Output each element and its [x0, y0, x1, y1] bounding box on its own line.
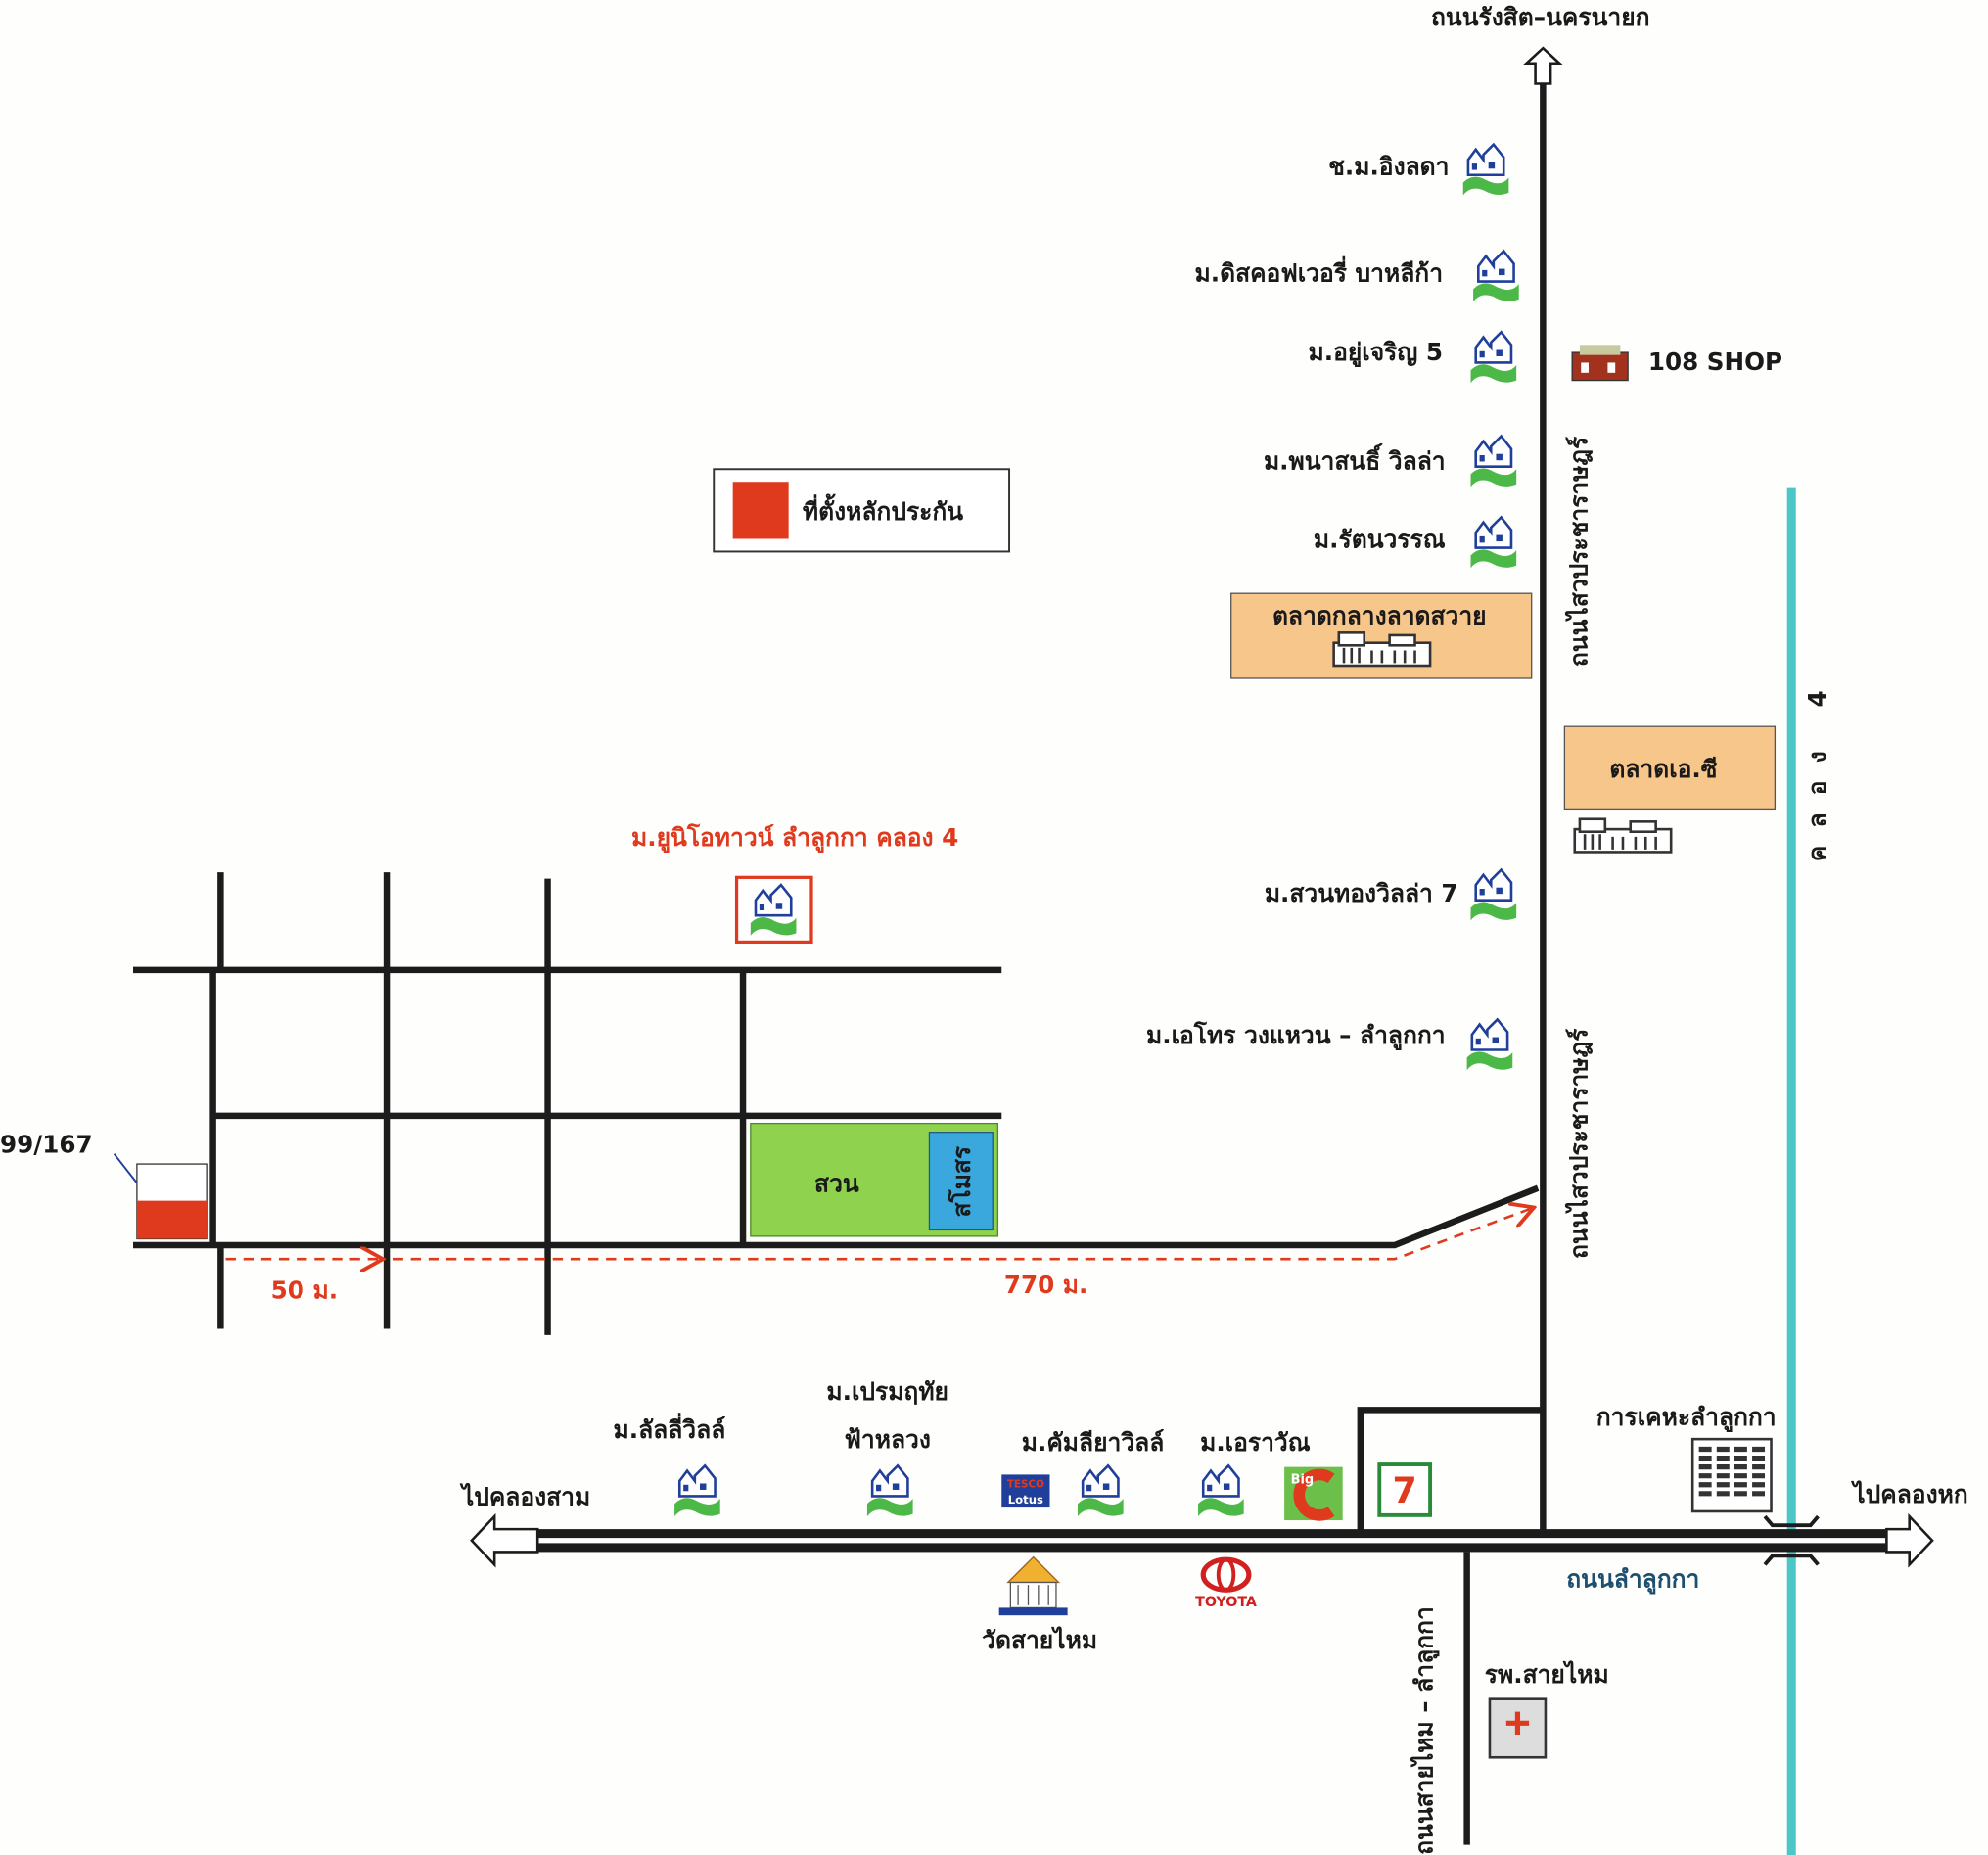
temple-icon — [998, 1555, 1068, 1616]
project-title: ม.ยูนิโอทาวน์ ลำลูกกา คลอง 4 — [631, 823, 958, 854]
clubhouse-label: สโมสร — [948, 1145, 976, 1217]
toyota-icon: TOYOTA — [1195, 1556, 1257, 1610]
road-lamlukka — [470, 1512, 1934, 1568]
temple-label: วัดสายไหม — [982, 1626, 1097, 1654]
village-yucharoen: ม.อยู่เจริญ 5 — [1309, 331, 1518, 385]
shop-108: 108 SHOP — [1571, 345, 1782, 382]
route-distance: 50 ม. 770 ม. — [225, 1208, 1532, 1304]
legend-label: ที่ตั้งหลักประกัน — [803, 493, 963, 526]
bigc-icon: Big — [1284, 1466, 1343, 1521]
house-icon — [1461, 143, 1510, 197]
canal-label: คลอง 4 — [1803, 672, 1831, 861]
property-address: 99/167 — [0, 1130, 93, 1158]
toyota-text: TOYOTA — [1195, 1595, 1257, 1610]
tesco-text: TESCO — [1007, 1478, 1044, 1490]
seven-text: 7 — [1393, 1469, 1417, 1511]
tesco-lotus-icon: TESCO Lotus — [1001, 1474, 1050, 1508]
road-label-north: ถนนรังสิต–นครนายก — [1431, 3, 1650, 31]
arrow-left-icon — [470, 1512, 539, 1568]
village-panason: ม.พนาสนธิ์ วิลล่า — [1264, 435, 1518, 488]
property-marker — [136, 1200, 208, 1239]
market-label: ตลาดเอ.ซี — [1609, 755, 1717, 783]
house-icon — [1471, 250, 1521, 303]
property-location: 99/167 — [0, 1130, 208, 1240]
village-ingladа: ช.ม.อิงลดา — [1328, 143, 1510, 197]
label-to-khlong-3: ไปคลองสาม — [459, 1483, 590, 1511]
clubhouse — [928, 1132, 994, 1231]
house-icon — [1196, 1464, 1245, 1518]
market-building-icon — [1573, 817, 1673, 854]
village-label: ช.ม.อิงลดา — [1328, 153, 1449, 181]
road-label-saiwa-1: ถนนไสวประชาราษฎร์ — [1565, 436, 1594, 667]
label-to-khlong-6: ไปคลองหก — [1850, 1480, 1967, 1508]
bridge-icon — [1763, 1514, 1820, 1566]
arrow-up-icon — [1523, 46, 1563, 85]
village-label: ม.เอโทร วงแหวน – ลำลูกกา — [1146, 1021, 1446, 1051]
house-icon — [865, 1464, 914, 1518]
village-suanthong: ม.สวนทองวิลล่า 7 — [1265, 868, 1518, 922]
bigc-text: Big — [1291, 1472, 1315, 1487]
legend-swatch — [732, 482, 789, 539]
house-icon — [1076, 1464, 1125, 1518]
project-icon — [734, 875, 813, 945]
village-label: ม.อยู่เจริญ 5 — [1309, 338, 1443, 368]
side-roads — [1357, 1407, 1544, 1845]
road-label-saimai: ถนนสายไหม – ลำลูกกา — [1410, 1606, 1441, 1855]
office-building-icon — [1690, 1437, 1773, 1513]
village-kamliya-label: ม.คัมลียาวิลล์ — [1022, 1428, 1165, 1457]
village-discovery: ม.ดิสคอฟเวอรี่ บาหลีก้า — [1195, 250, 1521, 303]
village-streets — [133, 872, 1540, 1335]
park: สวน สโมสร — [750, 1122, 999, 1237]
shop-icon — [1571, 345, 1629, 382]
house-icon — [1469, 435, 1518, 488]
market-label: ตลาดกลางลาดสวาย — [1272, 601, 1487, 629]
village-rattanawan: ม.รัตนวรรณ — [1314, 516, 1518, 570]
hospital-icon — [1488, 1697, 1548, 1759]
hospital-label: รพ.สายไหม — [1485, 1660, 1609, 1689]
village-prem-label-2: ฟ้าหลวง — [845, 1425, 931, 1454]
house-icon — [1465, 1018, 1514, 1072]
village-label: ม.รัตนวรรณ — [1314, 526, 1446, 554]
park-label: สวน — [814, 1170, 859, 1198]
housing-authority-label: การเคหะลำลูกกา — [1596, 1403, 1777, 1433]
lotus-text: Lotus — [1008, 1493, 1043, 1507]
distance-50: 50 ม. — [271, 1275, 338, 1304]
house-icon — [672, 1464, 722, 1518]
market-ac: ตลาดเอ.ซี — [1563, 725, 1777, 854]
road-label-saiwa-2: ถนนไสวประชาราษฎร์ — [1565, 1028, 1594, 1259]
house-icon — [1469, 331, 1518, 385]
village-lally-label: ม.ลัลลี่วิลล์ — [614, 1413, 726, 1444]
village-prem-label-1: ม.เปรมฤทัย — [826, 1377, 948, 1406]
shop-label: 108 SHOP — [1648, 348, 1782, 376]
market-latsawai: ตลาดกลางลาดสวาย — [1230, 592, 1533, 679]
distance-770: 770 ม. — [1004, 1271, 1088, 1299]
village-label: ม.พนาสนธิ์ วิลล่า — [1264, 442, 1446, 475]
village-atro: ม.เอโทร วงแหวน – ลำลูกกา — [1146, 1018, 1514, 1072]
village-label: ม.สวนทองวิลล่า 7 — [1265, 879, 1458, 907]
house-icon — [1469, 868, 1518, 922]
seven-eleven-icon: 7 — [1377, 1462, 1433, 1517]
legend: ที่ตั้งหลักประกัน — [713, 468, 1011, 553]
village-label: ม.ดิสคอฟเวอรี่ บาหลีก้า — [1195, 256, 1443, 288]
road-label-lamlukka: ถนนลำลูกกา — [1566, 1565, 1699, 1596]
arrow-right-icon — [1885, 1512, 1934, 1568]
house-icon — [1469, 516, 1518, 570]
village-erawan-label: ม.เอราวัณ — [1200, 1428, 1311, 1457]
